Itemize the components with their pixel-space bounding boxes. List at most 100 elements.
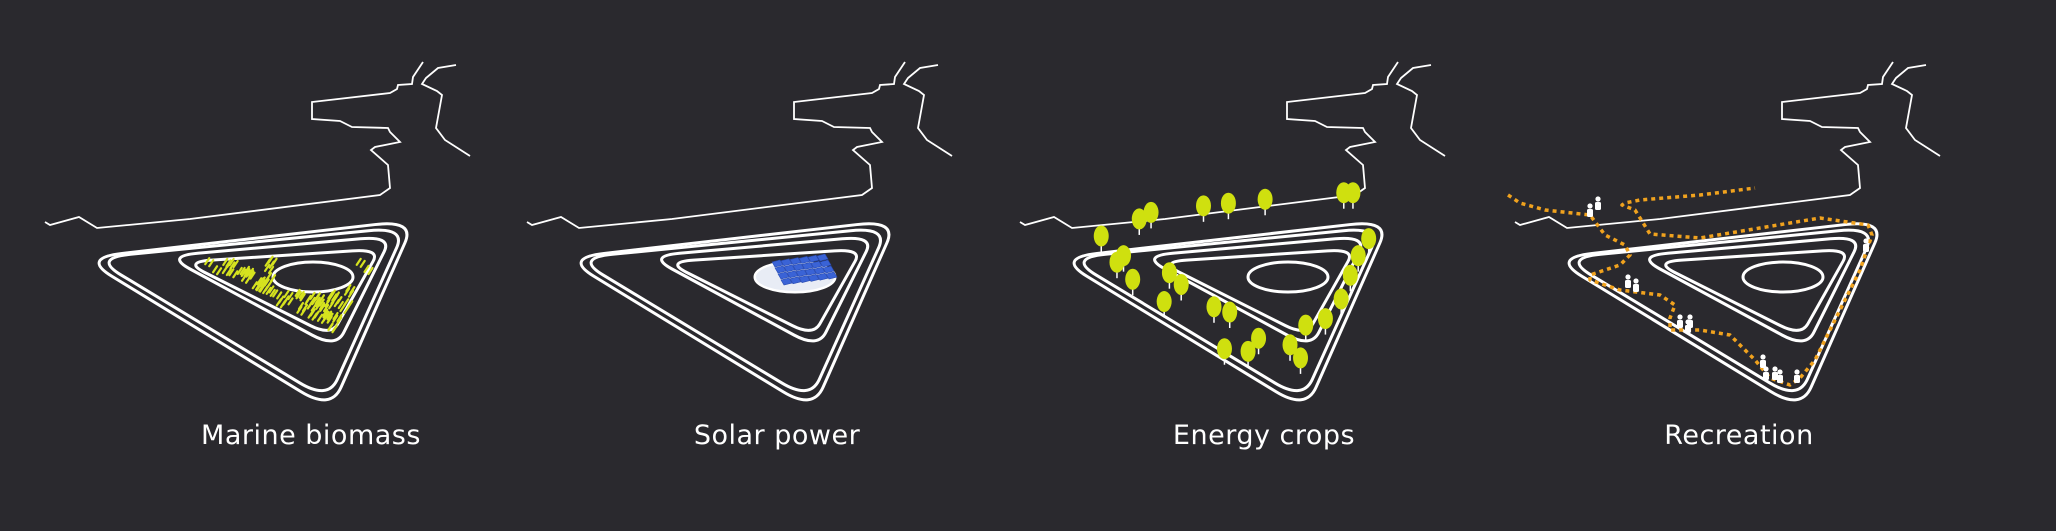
seaweed-strip (367, 266, 374, 276)
tree-icon (1293, 347, 1309, 374)
person-head (1863, 238, 1869, 244)
seaweed-strip (287, 297, 294, 306)
tree-crown (1131, 208, 1147, 230)
tree-icon (1143, 201, 1159, 229)
tree-icon (1333, 288, 1349, 315)
seaweed-strip (268, 285, 275, 294)
seaweed-strip (307, 310, 314, 319)
person-icon (1587, 203, 1593, 217)
tree-crown (1345, 182, 1361, 204)
seaweed-strip (299, 292, 306, 302)
person-body (1763, 372, 1769, 380)
seaweed-strip (222, 257, 229, 267)
seaweed-strip (262, 277, 270, 286)
coastline-branch (420, 64, 471, 157)
walking-path (1507, 186, 1874, 387)
solar-panel (780, 277, 793, 286)
seaweed-strip (336, 313, 343, 323)
seaweed-strip (269, 288, 276, 297)
person-head (1794, 369, 1800, 375)
person-icon (1863, 238, 1869, 252)
person-body (1863, 244, 1869, 252)
seaweed-strip (215, 267, 223, 276)
tree-icon (1298, 314, 1314, 342)
tree-icon (1206, 296, 1222, 323)
seaweed-strip (339, 303, 346, 313)
person-body (1625, 280, 1631, 288)
outer-dike-inner (107, 228, 400, 393)
person-icon (1763, 366, 1769, 380)
tree-crown (1109, 251, 1125, 273)
seaweed-strip (314, 292, 321, 301)
seaweed-strip (265, 286, 272, 295)
tree-crown (1220, 192, 1236, 214)
tree-crown (1317, 308, 1333, 330)
seaweed-strip (221, 265, 228, 275)
person-body (1760, 360, 1766, 368)
tree-crown (1333, 288, 1349, 310)
seaweed-strip (336, 316, 343, 325)
outer-dike-inner (1577, 228, 1870, 393)
tree-icon (1240, 340, 1256, 368)
person-head (1687, 314, 1693, 320)
tree-icon (1361, 228, 1377, 255)
person-icon (1760, 354, 1766, 368)
panel-label-recreation: Recreation (1664, 420, 1814, 451)
panel-trees (1019, 61, 1446, 402)
seaweed-strip (266, 279, 274, 288)
seaweed-strip (314, 296, 321, 305)
seaweed-strip (264, 258, 271, 267)
central-island (271, 260, 355, 294)
solar-panel (777, 271, 790, 280)
solar-panel-array (756, 253, 838, 291)
seaweed-strip (225, 267, 232, 277)
outer-dike-outer (579, 222, 891, 402)
seaweed-strip (301, 303, 309, 313)
tree-crown (1298, 314, 1314, 336)
inner-ring-inner (194, 249, 376, 332)
solar-panel (810, 260, 823, 269)
tree-icon (1216, 338, 1232, 365)
tree-crown (1240, 340, 1256, 362)
solar-panel (774, 265, 787, 274)
seaweed-strip (322, 313, 329, 322)
seaweed-strip (249, 271, 256, 280)
person-icon (1633, 278, 1639, 292)
person-body (1772, 372, 1778, 380)
seaweed-strip (228, 257, 235, 267)
tree-crown (1342, 264, 1358, 286)
solar-panel (798, 256, 811, 264)
person-icon (1677, 314, 1683, 328)
tree-icon (1345, 182, 1361, 209)
seaweed-strip (333, 298, 340, 308)
solar-panel (813, 266, 826, 275)
tree-icon (1156, 291, 1172, 318)
tree-icon (1251, 327, 1267, 355)
solar-panel (786, 270, 799, 279)
seaweed-strip (337, 300, 344, 310)
outer-dike-outer (1567, 222, 1879, 402)
person-body (1794, 375, 1800, 383)
tree-crown (1206, 296, 1222, 318)
tree-crown (1173, 273, 1189, 295)
seaweed-strip (309, 291, 316, 300)
tree-crown (1125, 268, 1141, 290)
seaweed-strip (315, 301, 322, 310)
tree-crown (1195, 195, 1211, 217)
person-body (1687, 320, 1693, 328)
seaweed-strip (326, 312, 333, 321)
person-body (1633, 284, 1639, 292)
coastline-branch (1890, 64, 1941, 157)
seaweed-strip (263, 263, 271, 273)
seaweed-strip (343, 287, 351, 296)
seaweed-strip (332, 314, 339, 323)
tree-crown (1161, 262, 1177, 284)
tree-icon (1282, 334, 1298, 361)
seaweed-strip (331, 325, 338, 334)
seaweed-strip (232, 270, 239, 279)
tree-crown (1293, 347, 1309, 369)
person-head (1760, 354, 1766, 360)
seaweed-strip (327, 323, 334, 332)
seaweed-strip (311, 312, 318, 321)
